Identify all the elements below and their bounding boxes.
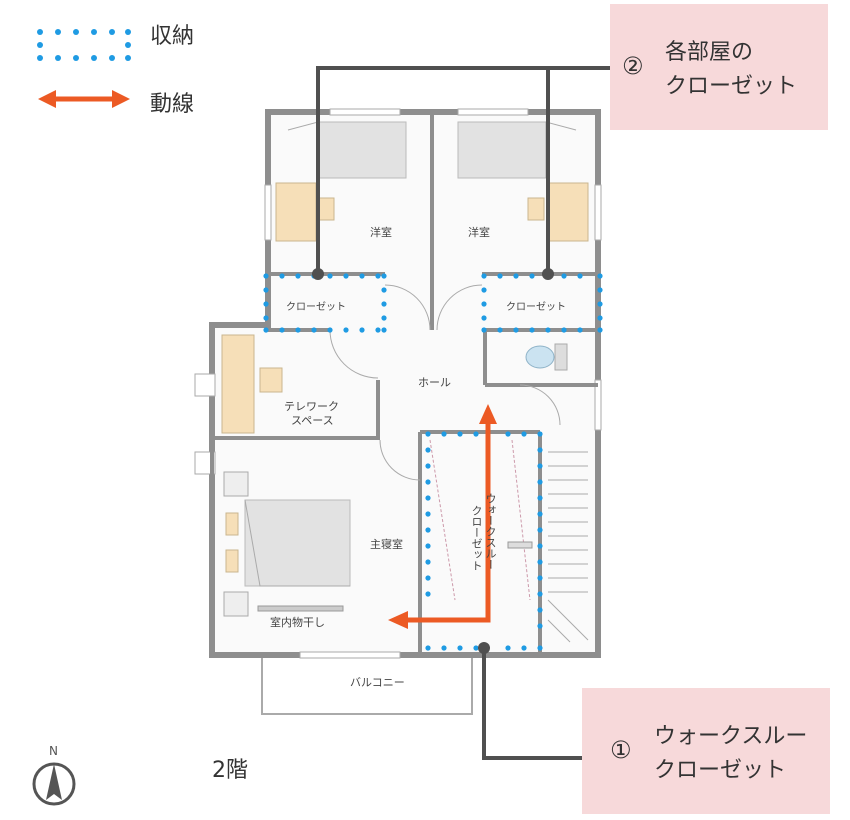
toilet <box>525 343 568 371</box>
flow-arrow <box>388 404 497 629</box>
compass-north-label: N <box>49 744 58 758</box>
callout-text-line1: ウォークスルー <box>654 724 808 749</box>
leader-lines <box>316 66 610 760</box>
leader-dots <box>312 268 554 654</box>
walkthrough-shelf-bar <box>507 541 533 549</box>
storage-legend-icon <box>37 29 131 61</box>
bed-right-room <box>457 121 577 179</box>
desk-right-room <box>527 182 589 242</box>
flow-legend-label: 動線 <box>150 92 195 117</box>
walkthrough-shelves <box>429 439 531 601</box>
callout-text-line2: クローゼット <box>665 74 798 99</box>
room-label-western-right: 洋室 <box>468 226 490 239</box>
callout-text-line2: クローゼット <box>654 758 787 783</box>
room-label-western-left: 洋室 <box>370 226 392 239</box>
compass-icon <box>32 762 76 806</box>
room-label-hall: ホール <box>418 376 451 389</box>
room-label-telework-line1: テレワーク <box>284 400 339 413</box>
room-label-indoor-drying: 室内物干し <box>270 616 325 629</box>
callout-text-line1: 各部屋の <box>665 40 754 65</box>
callout-walkthrough-closet: ① ウォークスルー クローゼット <box>582 688 830 814</box>
room-label-walkthrough-line2: クローゼット <box>470 505 483 571</box>
room-label-walkthrough-line1: ウォークスルー <box>484 493 497 570</box>
door-swings <box>329 284 561 481</box>
bed-master-bedroom <box>223 471 351 617</box>
outer-walls <box>209 109 601 658</box>
storage-frame-walkthrough <box>425 431 543 651</box>
stairs <box>547 451 589 643</box>
room-label-master-bedroom: 主寝室 <box>370 538 403 551</box>
drying-rod <box>257 605 344 612</box>
room-label-closet-right: クローゼット <box>506 302 566 313</box>
floor-label: 2階 <box>212 758 248 783</box>
telework-desk <box>221 334 283 434</box>
room-label-telework-line2: スペース <box>291 414 334 427</box>
callout-room-closets: ② 各部屋の クローゼット <box>610 4 828 130</box>
storage-legend-label: 収納 <box>150 24 195 49</box>
room-label-balcony: バルコニー <box>350 676 405 689</box>
storage-frame-closet-left <box>263 273 387 333</box>
callout-number: ② <box>622 52 644 80</box>
room-label-closet-left: クローゼット <box>286 302 346 313</box>
callout-number: ① <box>610 736 632 764</box>
flow-legend-icon <box>38 90 130 108</box>
desk-left-room <box>275 182 335 242</box>
